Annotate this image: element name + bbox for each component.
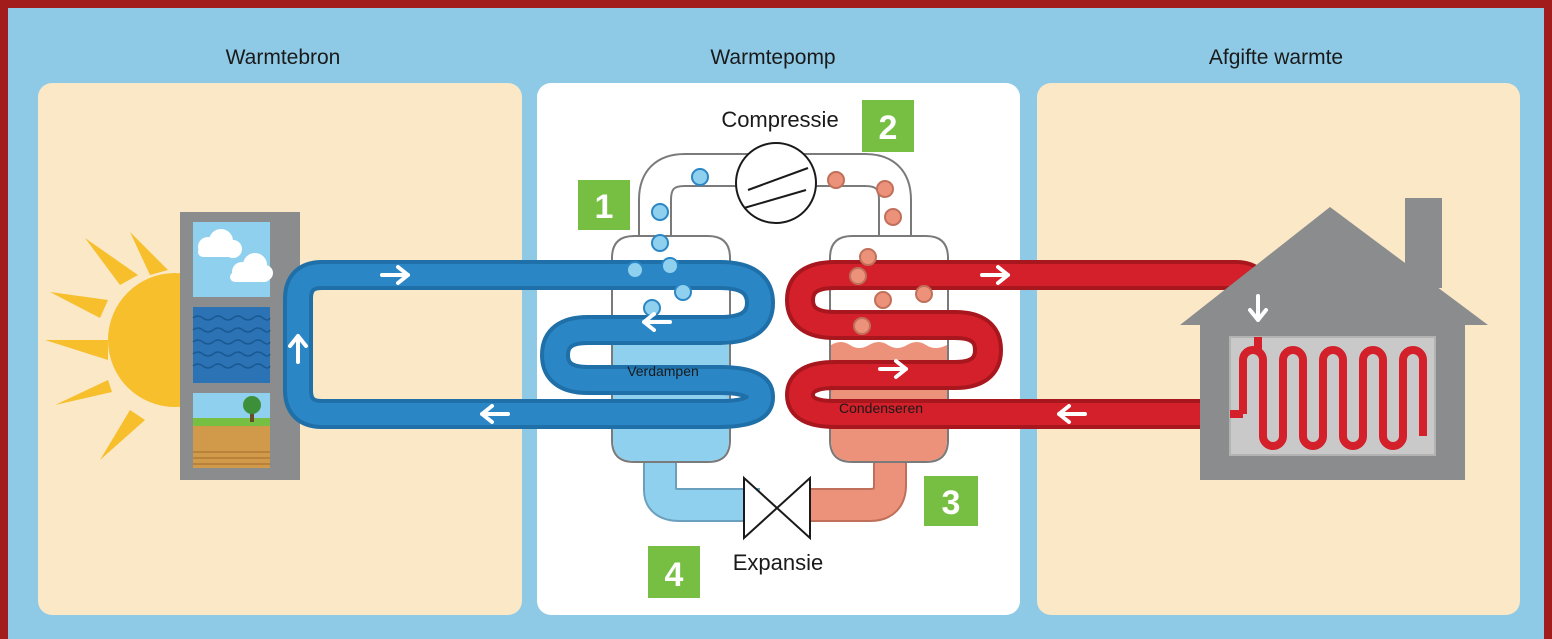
cold-vapor-bubbles — [626, 168, 709, 317]
svg-text:3: 3 — [942, 484, 961, 522]
step-badge-3: 3 — [924, 476, 978, 526]
evaporator-coil — [539, 260, 776, 429]
heat-source-column — [180, 212, 300, 480]
cloud-icon — [198, 229, 273, 282]
step-badge-1: 1 — [578, 180, 630, 230]
title-heat-pump: Warmtepomp — [710, 46, 835, 69]
flow-arrow-icon — [1248, 294, 1268, 322]
expansion-valve-icon — [743, 475, 811, 541]
tree-icon — [243, 396, 261, 422]
flow-arrow-icon — [642, 312, 672, 332]
flow-arrow-icon — [380, 265, 410, 285]
title-heat-source: Warmtebron — [226, 46, 341, 69]
label-expansion: Expansie — [733, 550, 824, 575]
flow-arrow-icon — [288, 334, 308, 364]
flow-arrow-icon — [1057, 404, 1087, 424]
step-badge-4: 4 — [648, 546, 700, 598]
step-badge-2: 2 — [862, 100, 914, 152]
label-condense: Condenseren — [839, 400, 923, 416]
label-compression: Compressie — [721, 107, 838, 132]
condenser-coil — [784, 260, 1004, 429]
svg-text:4: 4 — [665, 556, 684, 594]
svg-text:1: 1 — [595, 188, 614, 226]
label-evaporate: Verdampen — [627, 363, 699, 379]
flow-arrow-icon — [480, 404, 510, 424]
compressor-icon — [735, 142, 817, 224]
hot-vapor-bubbles — [827, 171, 933, 335]
svg-text:2: 2 — [879, 109, 898, 147]
flow-arrow-icon — [878, 359, 908, 379]
radiator-icon — [1229, 336, 1436, 456]
flow-arrow-icon — [980, 265, 1010, 285]
title-heat-output: Afgifte warmte — [1209, 46, 1343, 69]
